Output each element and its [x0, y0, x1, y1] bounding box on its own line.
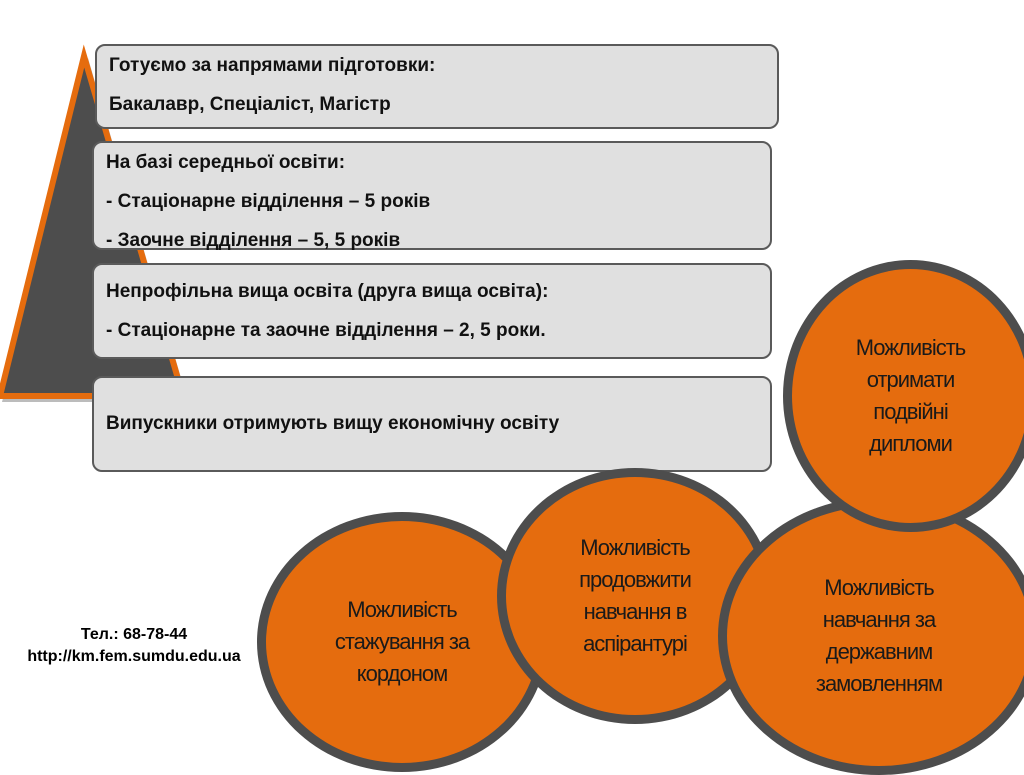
training-directions-heading: Готуємо за напрямами підготовки: — [109, 55, 436, 76]
contact-info: Тел.: 68-78-44 http://km.fem.sumdu.edu.u… — [6, 624, 262, 667]
website-link[interactable]: http://km.fem.sumdu.edu.ua — [27, 647, 241, 665]
circle-text-line: отримати — [866, 367, 956, 393]
second-higher-education-duration: - Стаціонарне та заочне відділення – 2, … — [106, 319, 546, 341]
circle-text-line: навчання в — [583, 599, 688, 624]
circle-text-line: Можливість — [855, 335, 967, 361]
training-directions-degrees: Бакалавр, Спеціаліст, Магістр — [109, 93, 391, 115]
training-directions-box: Готуємо за напрямами підготовки: Бакалав… — [95, 44, 779, 129]
circle-text-line: замовленням — [815, 670, 943, 696]
circle-text-line: Можливість — [347, 597, 458, 623]
part-time-duration: - Заочне відділення – 5, 5 років — [106, 229, 401, 251]
graduates-box: Випускники отримують вищу економічну осв… — [92, 376, 772, 472]
circle-text-line: навчання за — [822, 607, 936, 633]
phone-number: Тел.: 68-78-44 — [80, 626, 188, 643]
graduates-text: Випускники отримують вищу економічну осв… — [106, 412, 560, 434]
second-higher-education-heading: Непрофільна вища освіта (друга вища осві… — [106, 281, 549, 302]
circle-text-line: подвійні — [873, 399, 948, 424]
circle-text-line: державним — [825, 639, 934, 664]
circle-text-line: Можливість — [580, 535, 691, 561]
circle-text-line: аспірантурі — [583, 630, 688, 656]
double-diploma-circle: Можливість отримати подвійні дипломи — [783, 260, 1024, 532]
circle-text-line: кордоном — [356, 660, 448, 686]
circle-text-line: дипломи — [869, 430, 953, 456]
state-order-circle: Можливість навчання за державним замовле… — [718, 497, 1024, 775]
internship-abroad-circle: Можливість стажування за кордоном — [257, 512, 547, 772]
full-time-duration: - Стаціонарне відділення – 5 років — [106, 190, 431, 212]
secondary-education-box: На базі середньої освіти: - Стаціонарне … — [92, 141, 772, 251]
circle-text-line: Можливість — [824, 575, 935, 601]
secondary-education-heading: На базі середньої освіти: — [106, 152, 346, 173]
circle-text-line: продовжити — [579, 567, 692, 593]
second-higher-education-box: Непрофільна вища освіта (друга вища осві… — [92, 263, 772, 359]
circle-text-line: стажування за — [334, 629, 470, 655]
